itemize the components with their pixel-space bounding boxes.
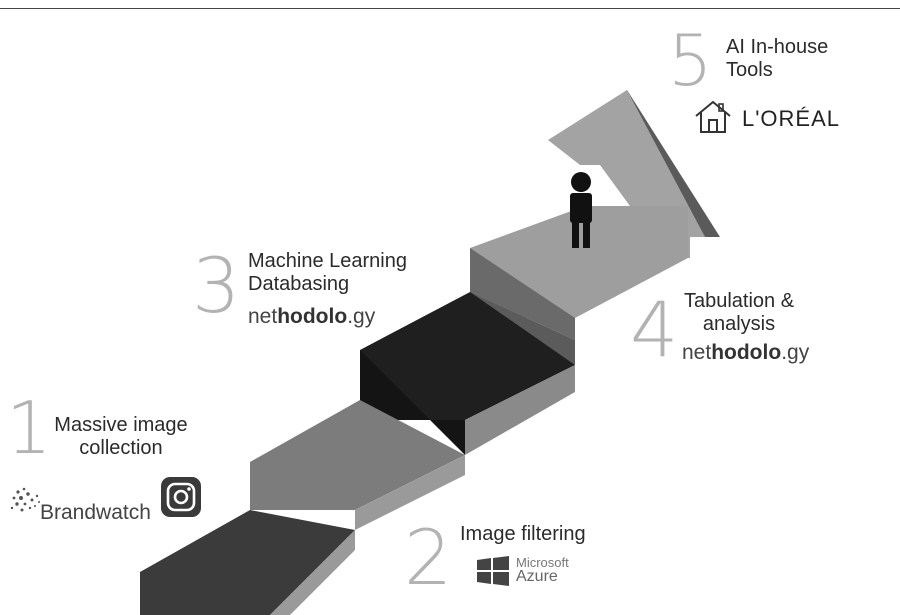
step-5-number: 5 (668, 20, 713, 102)
step-4-label-line2: analysis (702, 313, 776, 335)
step-1-label-line2: collection (79, 437, 163, 459)
step-3-face (360, 350, 465, 455)
step-3-label-line2: Databasing (248, 273, 350, 295)
instagram-icon (161, 477, 201, 517)
step-5-label-line2: Tools (726, 59, 773, 81)
microsoft-text: Microsoft (516, 555, 569, 570)
step-2-number: 2 (404, 513, 453, 602)
nethodology-bold: hodolo (277, 305, 348, 328)
house-icon (695, 100, 731, 133)
nethodology-prefix: net (248, 305, 278, 328)
step-1-number: 1 (6, 386, 52, 470)
windows-icon (477, 556, 509, 586)
step-5-label-line1: AI In-house (726, 36, 829, 58)
nethodology-logo-4: nethodolo.gy (682, 341, 809, 365)
microsoft-azure-logo: Microsoft Azure (516, 555, 569, 585)
nethodology-suffix: .gy (347, 305, 376, 328)
nethodology-prefix: net (682, 341, 712, 364)
step-2-top (250, 400, 465, 510)
step-3-label: Machine Learning Databasing (248, 250, 407, 296)
top-divider (0, 8, 900, 9)
brandwatch-logo: Brandwatch (40, 501, 151, 524)
step-3-top (360, 292, 575, 420)
step-2-label: Image filtering (460, 523, 586, 545)
step-3-side (465, 365, 575, 455)
step-1-label: Massive image collection (36, 414, 206, 460)
nethodology-suffix: .gy (781, 341, 810, 364)
step-2-side (355, 455, 465, 530)
step-top-riser (470, 248, 575, 340)
nethodology-logo-3: nethodolo.gy (248, 305, 375, 329)
loreal-logo: L'ORÉAL (742, 106, 841, 131)
step-1-top (140, 510, 355, 615)
brandwatch-icon (10, 487, 40, 512)
step-4-label-line1: Tabulation & (683, 290, 795, 312)
azure-text: Azure (516, 568, 558, 585)
step-1-label-line1: Massive image (54, 414, 188, 436)
person-icon (570, 172, 592, 248)
step-1-side (270, 530, 355, 615)
step-4-label: Tabulation & analysis (668, 290, 810, 336)
nethodology-bold: hodolo (711, 341, 782, 364)
step-3-label-line1: Machine Learning (248, 250, 407, 272)
step-3-number: 3 (192, 241, 241, 330)
step-4-number: 4 (630, 285, 679, 374)
step-5-label: AI In-house Tools (726, 36, 828, 82)
